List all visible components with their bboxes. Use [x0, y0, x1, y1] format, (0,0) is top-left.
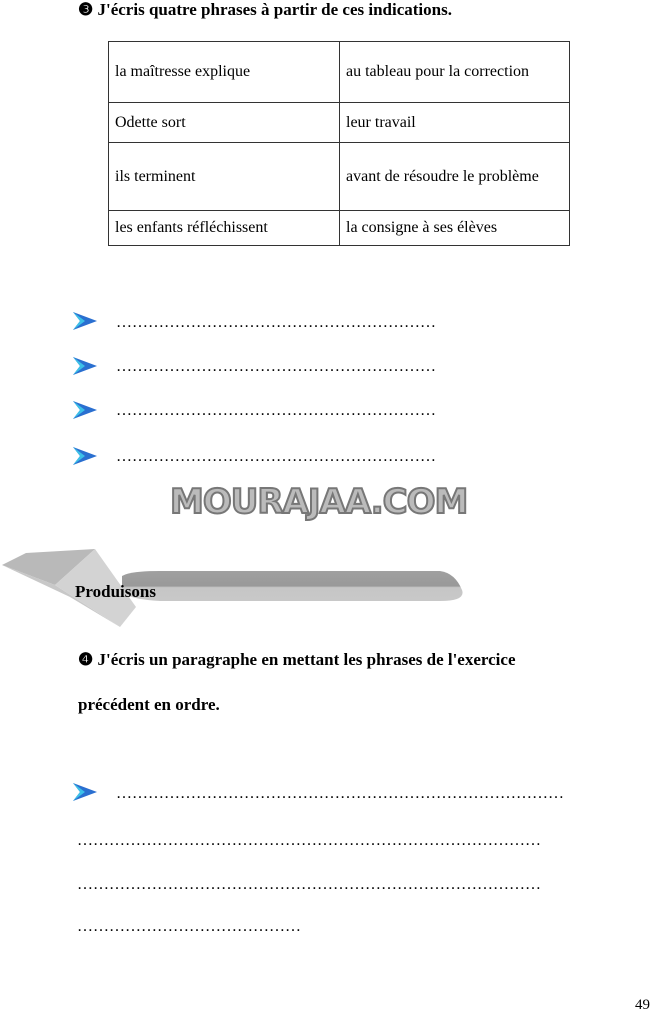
table-cell: leur travail	[339, 102, 570, 143]
paragraph-line[interactable]: ……………………………………………………………………………	[77, 832, 541, 849]
table-cell: Odette sort	[108, 102, 340, 143]
answer-line[interactable]: ……………………………………………………	[116, 402, 436, 419]
answer-line[interactable]: ……………………………………………………	[116, 314, 436, 331]
paragraph-line[interactable]: …………………………………………………………………………	[116, 785, 564, 802]
section-banner-shape	[2, 549, 463, 627]
watermark: MOURAJAA.COM	[169, 481, 469, 523]
table-cell: les enfants réfléchissent	[108, 210, 340, 246]
paragraph-line[interactable]: ……………………………………	[77, 918, 301, 935]
table-cell: la consigne à ses élèves	[339, 210, 570, 246]
table-cell: avant de résoudre le problème	[339, 142, 570, 211]
arrow-bullet-icon	[73, 312, 97, 330]
page-number: 49	[635, 997, 650, 1013]
answer-line[interactable]: ……………………………………………………	[116, 358, 436, 375]
table-cell: la maîtresse explique	[108, 41, 340, 103]
arrow-bullet-icon	[73, 357, 97, 375]
paragraph-line[interactable]: ……………………………………………………………………………	[77, 876, 541, 893]
arrow-bullet-icon	[73, 401, 97, 419]
answer-line[interactable]: ……………………………………………………	[116, 448, 436, 465]
exercise-3-title: ❸ J'écris quatre phrases à partir de ces…	[78, 0, 452, 19]
arrow-bullet-icon	[73, 447, 97, 465]
arrow-bullet-icon	[73, 783, 97, 801]
table-cell: ils terminent	[108, 142, 340, 211]
exercise-4-title: ❹ J'écris un paragraphe en mettant les p…	[78, 650, 516, 669]
table-cell: au tableau pour la correction	[339, 41, 570, 103]
section-title: Produisons	[75, 582, 156, 601]
exercise-4-title-cont: précédent en ordre.	[78, 695, 220, 714]
